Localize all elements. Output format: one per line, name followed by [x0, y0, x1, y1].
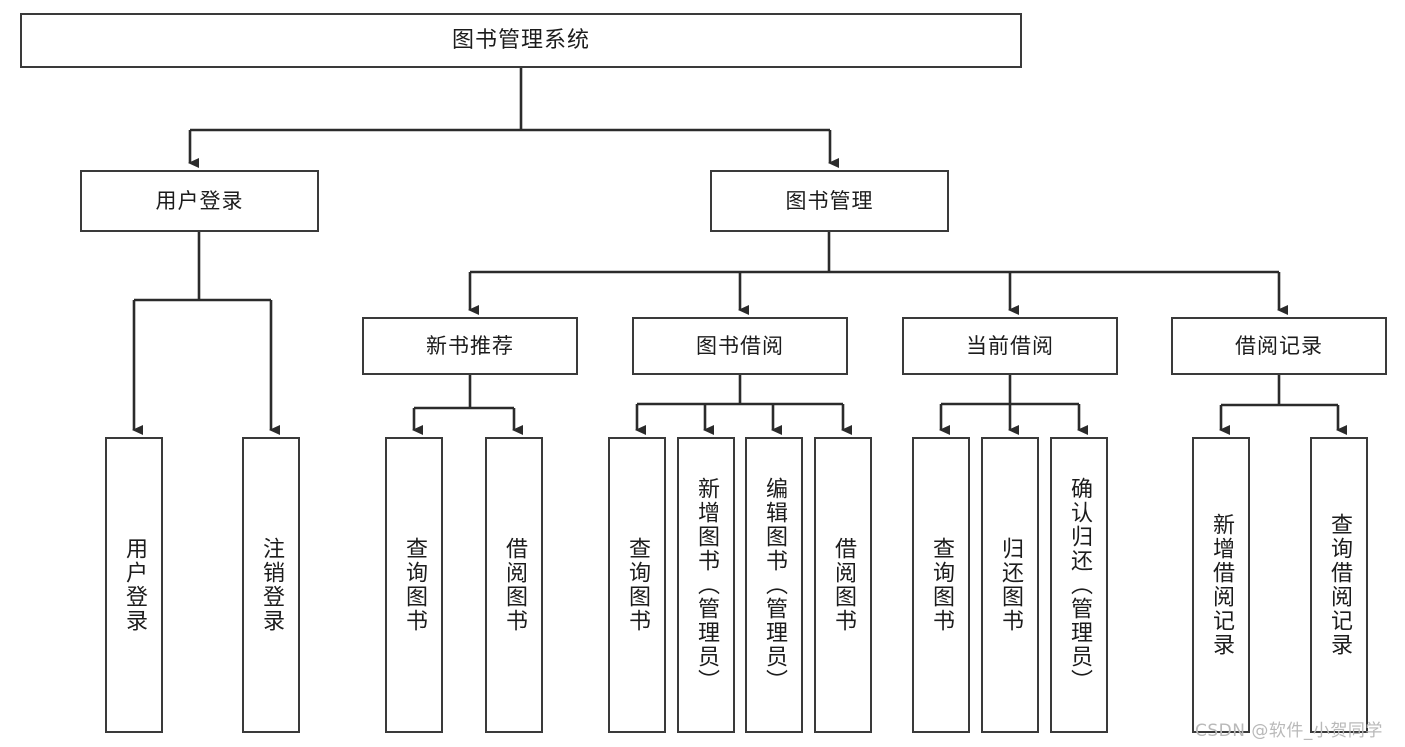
node-label: 用户登录 [121, 537, 147, 633]
node-borrow-records[interactable]: 借阅记录 [1171, 317, 1387, 375]
leaf-logout[interactable]: 注销登录 [242, 437, 300, 733]
leaf-edit-book-admin[interactable]: 编辑图书（管理员） [745, 437, 803, 733]
node-label: 图书管理系统 [451, 27, 590, 53]
node-label: 查询图书 [401, 537, 427, 633]
node-label: 编辑图书（管理员） [761, 477, 787, 693]
node-label: 查询借阅记录 [1326, 513, 1352, 657]
node-label: 新书推荐 [426, 333, 514, 358]
node-label: 注销登录 [258, 537, 284, 633]
node-book-borrow[interactable]: 图书借阅 [632, 317, 848, 375]
leaf-query-book-current[interactable]: 查询图书 [912, 437, 970, 733]
node-label: 查询图书 [928, 537, 954, 633]
node-label: 当前借阅 [966, 333, 1054, 358]
node-label: 图书借阅 [696, 333, 784, 358]
node-new-book-recommend[interactable]: 新书推荐 [362, 317, 578, 375]
node-label: 归还图书 [997, 537, 1023, 633]
node-label: 确认归还（管理员） [1066, 477, 1092, 693]
leaf-query-borrow-record[interactable]: 查询借阅记录 [1310, 437, 1368, 733]
node-root-system[interactable]: 图书管理系统 [20, 13, 1022, 68]
leaf-return-book[interactable]: 归还图书 [981, 437, 1039, 733]
node-label: 借阅图书 [830, 537, 856, 633]
leaf-query-book-borrow[interactable]: 查询图书 [608, 437, 666, 733]
node-label: 用户登录 [155, 188, 244, 213]
leaf-query-book-recommend[interactable]: 查询图书 [385, 437, 443, 733]
node-book-management[interactable]: 图书管理 [710, 170, 949, 232]
leaf-add-book-admin[interactable]: 新增图书（管理员） [677, 437, 735, 733]
node-user-login[interactable]: 用户登录 [80, 170, 319, 232]
node-label: 图书管理 [785, 188, 874, 213]
node-label: 借阅图书 [501, 537, 527, 633]
node-current-borrow[interactable]: 当前借阅 [902, 317, 1118, 375]
node-label: 新增借阅记录 [1208, 513, 1234, 657]
node-label: 查询图书 [624, 537, 650, 633]
leaf-borrow-book[interactable]: 借阅图书 [814, 437, 872, 733]
node-label: 借阅记录 [1235, 333, 1323, 358]
leaf-user-login[interactable]: 用户登录 [105, 437, 163, 733]
leaf-add-borrow-record[interactable]: 新增借阅记录 [1192, 437, 1250, 733]
node-label: 新增图书（管理员） [693, 477, 719, 693]
leaf-confirm-return-admin[interactable]: 确认归还（管理员） [1050, 437, 1108, 733]
leaf-borrow-book-recommend[interactable]: 借阅图书 [485, 437, 543, 733]
